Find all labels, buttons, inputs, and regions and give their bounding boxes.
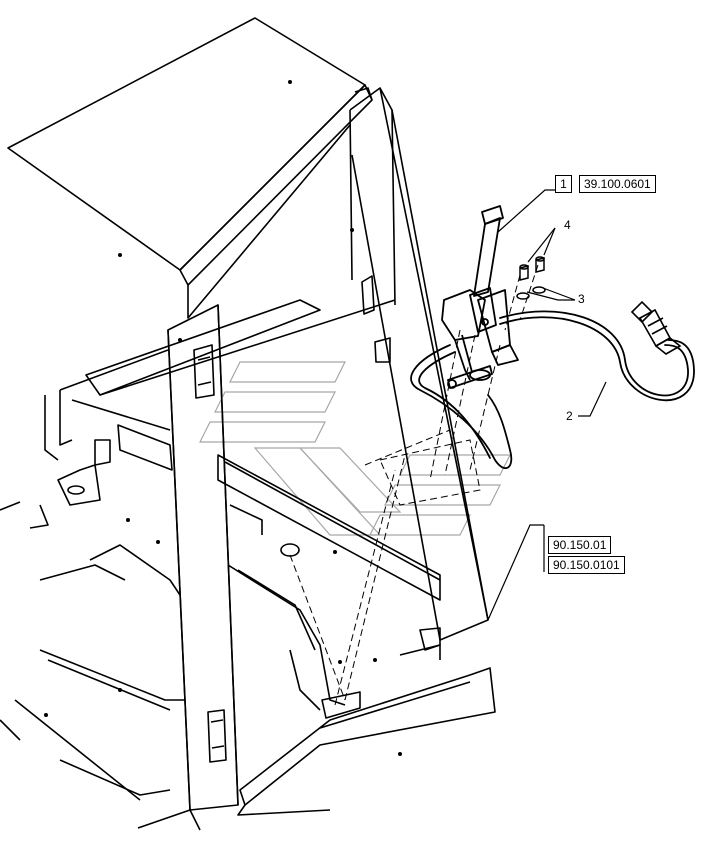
screws	[519, 256, 545, 281]
washers	[516, 286, 546, 300]
leader-lines	[487, 189, 607, 621]
assembly-dashed-lines	[289, 264, 539, 706]
item-1-label-box: 1	[555, 175, 572, 193]
throttle-lever-assembly	[441, 205, 519, 389]
watermark-logo	[199, 361, 511, 536]
machine-frame	[0, 17, 496, 831]
frame-bolts	[44, 80, 402, 756]
callout-item-4: 4	[564, 218, 571, 232]
ref-90-150-01[interactable]: 90.150.01	[548, 536, 612, 554]
throttle-cable	[410, 310, 695, 470]
callout-item-2: 2	[566, 409, 573, 423]
ref-39-100-0601[interactable]: 39.100.0601	[579, 175, 656, 193]
cable-end-fitting	[630, 300, 682, 355]
ref-90-150-0101[interactable]: 90.150.0101	[548, 556, 625, 574]
callout-item-3: 3	[578, 292, 585, 306]
